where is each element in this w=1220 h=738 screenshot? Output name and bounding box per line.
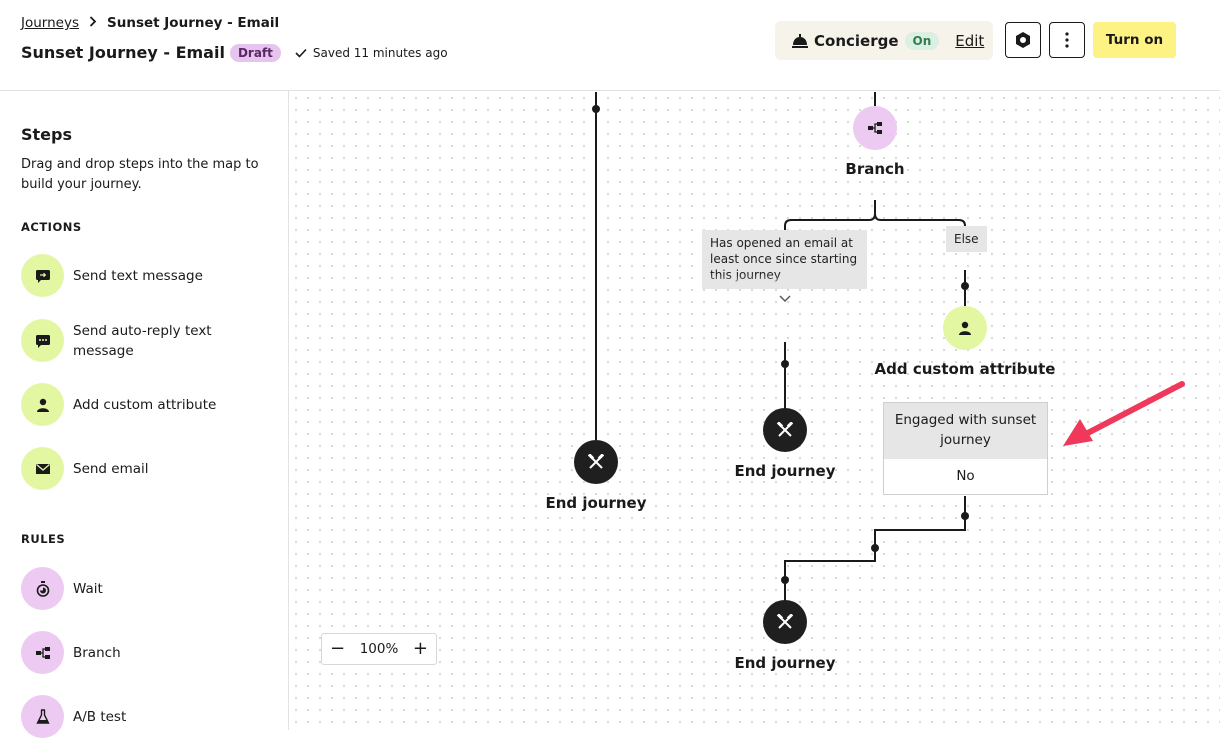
concierge-label: Concierge: [814, 31, 899, 50]
step-add-custom-attribute[interactable]: Add custom attribute: [21, 383, 271, 426]
chevron-right-icon: [89, 15, 97, 31]
check-icon: [295, 48, 307, 58]
step-label: A/B test: [73, 708, 127, 725]
step-send-email[interactable]: Send email: [21, 447, 271, 490]
step-label: Wait: [73, 580, 103, 597]
step-label: Send auto-reply text message: [73, 322, 212, 359]
vertical-dots-icon: [1065, 32, 1069, 48]
step-label: Add custom attribute: [73, 396, 217, 413]
else-condition[interactable]: Else: [946, 226, 987, 252]
end-journey-label: End journey: [734, 462, 836, 480]
actions-heading: ACTIONS: [21, 220, 82, 234]
step-ab-test[interactable]: A/B test: [21, 695, 271, 738]
saved-status: Saved 11 minutes ago: [295, 46, 448, 60]
turn-on-button[interactable]: Turn on: [1093, 22, 1176, 58]
sidebar-title: Steps: [21, 125, 72, 144]
end-journey-label: End journey: [545, 494, 647, 512]
step-wait[interactable]: Wait: [21, 567, 271, 610]
steps-sidebar: Steps Drag and drop steps into the map t…: [0, 91, 289, 738]
stopwatch-icon: [21, 567, 64, 610]
page-title: Sunset Journey - Email: [21, 43, 225, 62]
end-journey-node[interactable]: [763, 600, 807, 644]
crossed-hammers-icon: [777, 422, 793, 437]
breadcrumb-current: Sunset Journey - Email: [107, 15, 280, 31]
end-journey-node[interactable]: [763, 408, 807, 452]
branch-node[interactable]: [853, 106, 897, 150]
sidebar-description: Drag and drop steps into the map to buil…: [21, 157, 259, 192]
concierge-status-badge: On: [904, 31, 940, 50]
step-label: Branch: [73, 644, 121, 661]
person-icon: [959, 321, 971, 335]
step-branch[interactable]: Branch: [21, 631, 271, 674]
auto-reply-icon: [21, 319, 64, 362]
add-custom-attribute-node[interactable]: [943, 306, 987, 350]
chevron-down-icon: [779, 295, 791, 302]
step-send-auto-reply[interactable]: Send auto-reply text message: [21, 319, 271, 362]
zoom-in-button[interactable]: +: [412, 638, 428, 659]
person-icon: [21, 383, 64, 426]
envelope-icon: [21, 447, 64, 490]
journey-canvas[interactable]: Branch Has opened an email at least once…: [290, 92, 1220, 730]
hexagon-settings-icon: [1016, 32, 1030, 48]
attribute-name: Engaged with sunset journey: [884, 403, 1047, 459]
step-label: Send email: [73, 460, 149, 477]
header: Journeys Sunset Journey - Email Sunset J…: [0, 0, 1220, 91]
flask-icon: [21, 695, 64, 738]
zoom-out-button[interactable]: −: [330, 638, 346, 659]
branch-node-label: Branch: [845, 160, 905, 178]
end-journey-node[interactable]: [574, 440, 618, 484]
branch-icon: [868, 122, 882, 134]
breadcrumb-journeys-link[interactable]: Journeys: [21, 15, 79, 31]
connector-lines: [592, 92, 1185, 602]
saved-text: Saved 11 minutes ago: [312, 45, 448, 60]
text-message-icon: [21, 254, 64, 297]
step-label: Send text message: [73, 267, 203, 284]
service-bell-icon: [792, 33, 808, 48]
status-badge: Draft: [229, 43, 281, 62]
breadcrumb: Journeys Sunset Journey - Email: [21, 15, 279, 31]
annotation-arrow: [1079, 381, 1185, 439]
attribute-value: No: [956, 468, 975, 484]
rules-heading: RULES: [21, 532, 66, 546]
settings-button[interactable]: [1005, 22, 1041, 58]
add-custom-attribute-label: Add custom attribute: [874, 360, 1056, 378]
zoom-control: − 100% +: [321, 633, 437, 665]
branch-condition[interactable]: Has opened an email at least once since …: [702, 230, 867, 289]
attribute-card[interactable]: Engaged with sunset journey No: [883, 402, 1048, 495]
crossed-hammers-icon: [777, 614, 793, 629]
more-options-button[interactable]: [1049, 22, 1085, 58]
step-send-text-message[interactable]: Send text message: [21, 254, 271, 297]
end-journey-label: End journey: [734, 654, 836, 672]
crossed-hammers-icon: [588, 454, 604, 469]
branch-icon: [21, 631, 64, 674]
concierge-edit-link[interactable]: Edit: [955, 31, 985, 50]
concierge-panel: Concierge On Edit: [775, 21, 993, 60]
zoom-level: 100%: [359, 641, 399, 657]
